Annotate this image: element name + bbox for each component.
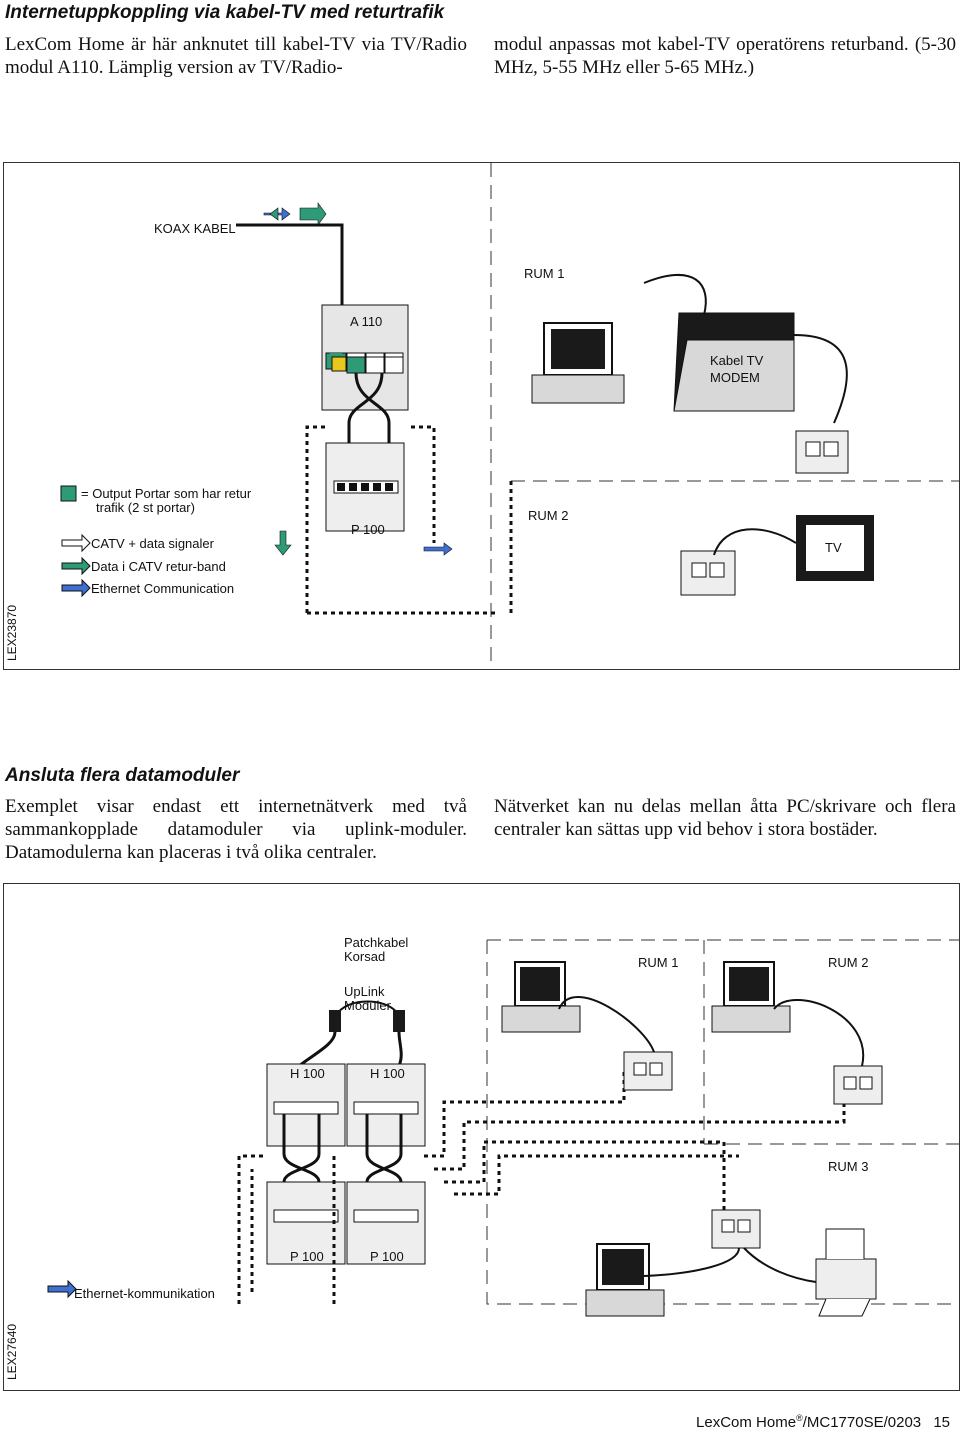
wall-socket-rum2-icon-2 [833,1065,883,1105]
pc-rum1-icon-2 [501,961,581,1033]
footer-reg: ® [796,1413,803,1423]
footer-page-number: 15 [933,1414,950,1431]
tv-icon [796,515,874,581]
section-heading-cable-tv: Internetuppkoppling via kabel-TV med ret… [5,2,445,23]
paragraph2-col1: Exemplet visar endast ett internetnätver… [5,796,467,863]
uplink-line1: UpLink [344,984,385,999]
down-arrow-icon [274,530,292,556]
rum1-label: RUM 1 [524,266,564,281]
paragraph-col2: modul anpassas mot kabel-TV operatörens … [494,34,956,78]
koax-label: KOAX KABEL [154,221,236,236]
wall-socket-rum1-icon [795,430,849,474]
legend-output-icon [60,485,77,502]
h100-label-a: H 100 [290,1066,325,1081]
ethernet-arrow-icon [423,542,453,556]
legend-data-arrow-icon [61,556,91,576]
patch-line1: Patchkabel [344,935,408,950]
h100-module-b [346,1063,426,1147]
legend-output-line2: trafik (2 st portar) [96,500,195,515]
figure-datamodule-diagram: Patchkabel Korsad UpLink Moduler RUM 1 R… [3,883,960,1391]
p100-label-a: P 100 [290,1249,324,1264]
legend-data: Data i CATV retur-band [91,559,226,574]
a110-label: A 110 [350,314,382,329]
p100-module [325,442,405,532]
page-footer: LexCom Home®/MC1770SE/0203 15 [696,1413,950,1431]
legend-catv: CATV + data signaler [91,536,215,551]
patch-line2: Korsad [344,949,385,964]
h100-label-b: H 100 [370,1066,405,1081]
legend-ethernet-2: Ethernet-kommunikation [74,1286,215,1301]
figure1-code: LEX23870 [5,605,19,661]
pc-rum2-icon [711,961,791,1033]
a110-module [321,304,409,411]
footer-doc: /MC1770SE/0203 [802,1414,922,1431]
rum2-label-2: RUM 2 [828,955,868,970]
printer-icon [815,1228,877,1317]
section-heading-datamodules: Ansluta flera datamoduler [5,765,240,786]
legend-output-line1: = Output Portar som har retur [81,486,252,501]
tv-label: TV [825,540,842,555]
legend-ethernet-arrow-icon [61,578,91,598]
legend-ethernet: Ethernet Communication [91,581,234,596]
uplink-connector-right-icon [393,1010,405,1032]
p100-label: P 100 [351,522,385,537]
wall-socket-rum3-icon [711,1209,761,1249]
uplink-line2: Moduler [344,998,392,1013]
footer-brand: LexCom Home [696,1414,797,1431]
rum1-label-2: RUM 1 [638,955,678,970]
cable-modem-icon [673,312,795,412]
wall-socket-rum1-icon-2 [623,1051,673,1091]
rum2-label: RUM 2 [528,508,568,523]
uplink-connector-left-icon [329,1010,341,1032]
modem-line1: Kabel TV [710,353,764,368]
paragraph-col1: LexCom Home är här anknutet till kabel-T… [5,34,467,78]
legend-catv-arrow-icon [61,533,91,553]
legend-ethernet-arrow-icon-2 [47,1279,77,1299]
paragraph2-col2: Nätverket kan nu delas mellan åtta PC/sk… [494,796,956,840]
p100-module-b [346,1181,426,1265]
pc-rum3-icon [585,1243,665,1317]
modem-line2: MODEM [710,370,760,385]
p100-module-a [266,1181,346,1265]
coax-arrows-icon [263,202,327,226]
figure-cable-tv-diagram: KOAX KABEL A 110 P 100 [3,162,960,670]
h100-module-a [266,1063,346,1147]
rum3-label: RUM 3 [828,1159,868,1174]
pc-rum1-icon [531,322,625,404]
p100-label-b: P 100 [370,1249,404,1264]
figure2-code: LEX27640 [5,1324,19,1380]
wall-socket-rum2-icon [680,550,736,596]
